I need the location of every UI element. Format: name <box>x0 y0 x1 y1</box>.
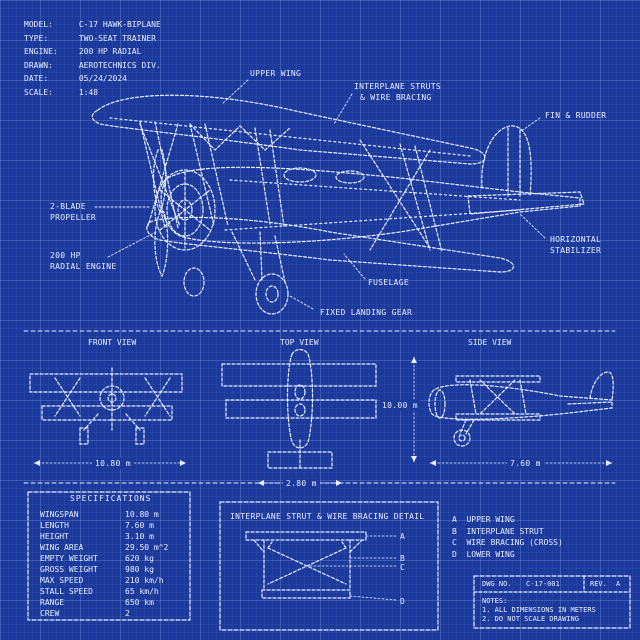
main-horizontal-stabilizer <box>467 191 585 215</box>
top-view-dimension-width: 2.80 m <box>283 478 320 489</box>
callout-landing-gear: FIXED LANDING GEAR <box>320 308 413 317</box>
top-view-title: TOP VIEW <box>280 338 319 347</box>
spec-box-frame <box>27 491 191 621</box>
front-view-drawing <box>29 367 183 445</box>
legend-item-d: D LOWER WING <box>452 549 515 559</box>
legend-item-b: B INTERPLANE STRUT <box>452 526 544 536</box>
detail-marker-d: D <box>400 597 406 606</box>
side-view-title: SIDE VIEW <box>468 338 512 347</box>
dwg-no-value: C-17-001 <box>526 580 560 588</box>
titleblock-frame <box>473 575 631 629</box>
callout-stab-line2: STABILIZER <box>550 246 602 255</box>
front-view-dimension: 10.80 m <box>92 458 134 469</box>
front-view-title: FRONT VIEW <box>88 338 137 347</box>
detail-marker-c: C <box>400 563 406 572</box>
drawing-meta: MODEL: C-17 HAWK-BIPLANE TYPE: TWO-SEAT … <box>24 18 161 99</box>
main-fin-rudder <box>481 125 532 197</box>
note-1: 1. ALL DIMENSIONS IN METERS <box>482 606 596 614</box>
rev-label: REV. <box>590 580 607 588</box>
callout-struts-line1: INTERPLANE STRUTS <box>354 82 441 91</box>
meta-row-engine: ENGINE: 200 HP RADIAL <box>24 47 142 56</box>
callout-leaders <box>94 79 546 310</box>
meta-row-scale: SCALE: 1:48 <box>24 87 99 97</box>
callout-fuselage: FUSELAGE <box>368 278 409 287</box>
detail-marker-a: A <box>400 532 406 541</box>
callout-stab-line1: HORIZONTAL <box>550 235 602 244</box>
detail-title: INTERPLANE STRUT & WIRE BRACING DETAIL <box>230 512 425 521</box>
meta-row-model: MODEL: C-17 HAWK-BIPLANE <box>24 20 161 29</box>
main-interplane-struts <box>139 121 443 253</box>
legend-item-c: C WIRE BRACING (CROSS) <box>452 538 563 547</box>
top-view-drawing <box>221 348 377 469</box>
main-upper-wing <box>91 94 486 165</box>
callout-propeller-line2: PROPELLER <box>50 213 97 222</box>
meta-row-type: TYPE: TWO-SEAT TRAINER <box>24 33 156 43</box>
notes-label: NOTES: <box>482 597 508 605</box>
specifications-title: SPECIFICATIONS <box>70 494 152 503</box>
main-landing-gear <box>183 231 289 315</box>
main-lower-wing <box>146 216 515 273</box>
title-block: DWG NO. C-17-001 REV. A NOTES: 1. ALL DI… <box>474 576 630 628</box>
detail-marker-b: B <box>400 554 406 563</box>
side-view-dimension: 7.60 m <box>507 458 544 469</box>
detail-drawing <box>219 501 439 631</box>
meta-row-date: DATE: 05/24/2024 <box>24 74 127 83</box>
rev-value: A <box>616 580 621 588</box>
callout-engine-line2: RADIAL ENGINE <box>50 262 117 271</box>
meta-row-drawn: DRAWN: AEROTECHNICS DIV. <box>24 60 161 70</box>
main-fuselage <box>160 166 581 244</box>
callout-upper-wing: UPPER WING <box>250 69 302 78</box>
callout-engine-line1: 200 HP <box>50 251 81 260</box>
dwg-no-label: DWG NO. <box>482 580 512 588</box>
callout-fin-rudder: FIN & RUDDER <box>545 111 607 120</box>
top-view-dimension-span: 10.00 m <box>380 400 420 411</box>
side-view-drawing <box>428 371 614 447</box>
note-2: 2. DO NOT SCALE DRAWING <box>482 615 579 623</box>
legend-item-a: A UPPER WING <box>452 515 515 524</box>
callout-struts-line2: & WIRE BRACING <box>360 93 432 102</box>
detail-legend: A UPPER WING B INTERPLANE STRUT C WIRE B… <box>452 514 563 560</box>
callout-propeller-line1: 2-BLADE <box>50 202 86 211</box>
main-radial-engine <box>154 169 216 251</box>
main-biplane <box>91 94 585 315</box>
